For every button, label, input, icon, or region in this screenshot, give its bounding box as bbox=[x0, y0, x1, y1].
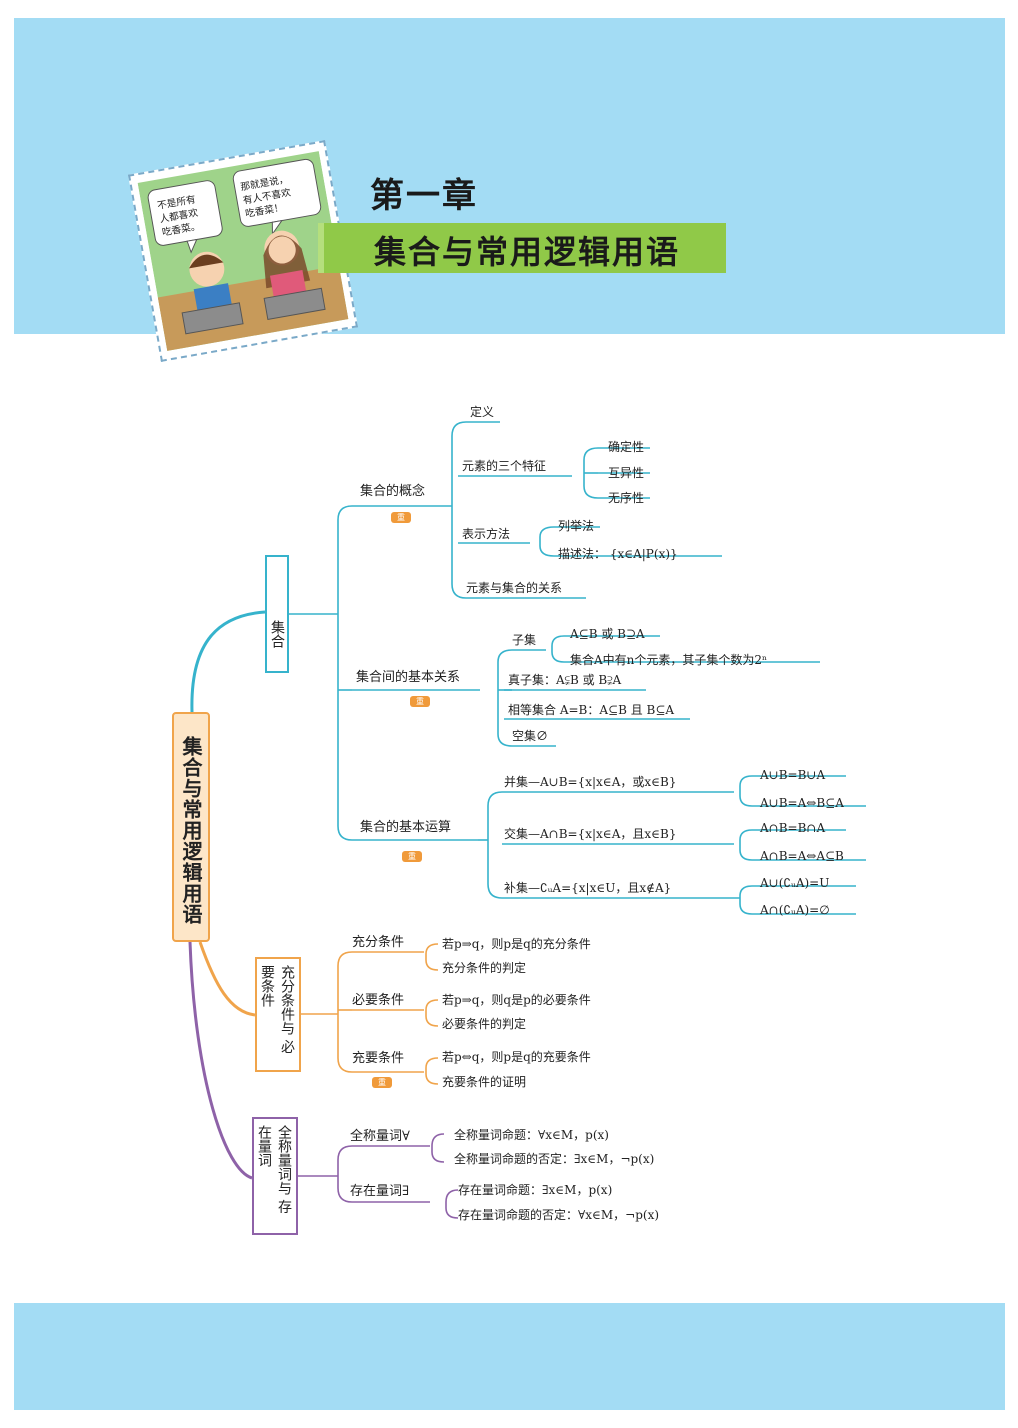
concept-trunk bbox=[451, 421, 467, 599]
existential-label: 存在量词∃ bbox=[350, 1184, 410, 1199]
union-definition: 并集—A∪B={x|x∈A，或x∈B} bbox=[504, 775, 677, 789]
branch-quantifiers-label-2: 存在量词 bbox=[256, 1125, 292, 1214]
feature-item: 确定性 bbox=[608, 440, 645, 454]
relations-label: 集合间的基本关系 bbox=[356, 670, 461, 685]
chapter-title-bar: 集合与常用逻辑用语 bbox=[318, 223, 726, 273]
iff-item: 若p⇔q，则p是q的充要条件 bbox=[442, 1050, 591, 1064]
necessary-item: 若p⇒q，则q是p的必要条件 bbox=[442, 993, 591, 1007]
universal-item: 全称量词命题的否定：∃x∈M，¬p(x) bbox=[454, 1152, 655, 1166]
operations-label: 集合的基本运算 bbox=[360, 820, 452, 835]
intersection-definition: 交集—A∩B={x|x∈A，且x∈B} bbox=[504, 827, 677, 841]
relations-trunk bbox=[497, 649, 513, 747]
link-root-sets bbox=[190, 610, 266, 713]
chapter-title: 集合与常用逻辑用语 bbox=[374, 233, 681, 271]
equal-sets: 相等集合 A=B：A⊆B 且 B⊆A bbox=[508, 703, 675, 717]
description-method: 描述法： {x∈A|P(x)} bbox=[558, 547, 678, 561]
iff-item: 充要条件的证明 bbox=[442, 1075, 527, 1089]
branch-conditions-label-1: 充分条件与 bbox=[279, 965, 295, 1035]
sufficient-label: 充分条件 bbox=[352, 935, 405, 950]
existential-item: 存在量词命题的否定：∀x∈M，¬p(x) bbox=[458, 1208, 660, 1222]
sufficient-item: 若p⇒q，则p是q的充分条件 bbox=[442, 937, 591, 951]
badge-iff: 重 bbox=[372, 1077, 392, 1088]
subset-bracket bbox=[551, 635, 565, 663]
complement-prop: A∩(∁ᵤA)=∅ bbox=[760, 903, 830, 917]
feature-item: 互异性 bbox=[608, 466, 645, 480]
universal-label: 全称量词∀ bbox=[350, 1129, 410, 1144]
subset-definition: A⊆B 或 B⊇A bbox=[570, 627, 645, 641]
representation-bracket bbox=[539, 526, 555, 557]
branch-quantifiers-label-1: 全称量词与 bbox=[276, 1125, 292, 1195]
universal-item: 全称量词命题：∀x∈M，p(x) bbox=[454, 1128, 609, 1142]
branch-conditions-label-2: 必要条件 bbox=[259, 965, 295, 1054]
cond-trunk bbox=[337, 951, 353, 1073]
feature-item: 无序性 bbox=[608, 491, 645, 505]
iff-label: 充要条件 bbox=[352, 1051, 405, 1066]
link-root-quant bbox=[188, 941, 253, 1180]
empty-set: 空集∅ bbox=[512, 729, 549, 743]
three-features-label: 元素的三个特征 bbox=[462, 459, 547, 473]
necessary-label: 必要条件 bbox=[352, 993, 405, 1008]
badge-concept: 重 bbox=[391, 512, 411, 523]
proper-subset: 真子集：A⫋B 或 B⫌A bbox=[508, 673, 622, 687]
subset-count: 集合A中有n个元素，其子集个数为2ⁿ bbox=[570, 653, 768, 667]
representation-label: 表示方法 bbox=[462, 527, 511, 541]
footer-band bbox=[14, 1303, 1005, 1410]
intersection-prop: A∩B=B∩A bbox=[760, 821, 826, 835]
complement-definition: 补集—∁ᵤA={x|x∈U，且x∉A} bbox=[504, 881, 672, 895]
comic-drawing: 不是所有 人都喜欢 吃香菜。 那就是说， 有人不喜欢 吃香菜！ bbox=[137, 151, 349, 351]
existential-item: 存在量词命题：∃x∈M，p(x) bbox=[458, 1183, 613, 1197]
subset-label: 子集 bbox=[512, 633, 537, 647]
union-prop: A∪B=B∪A bbox=[760, 768, 826, 782]
complement-prop: A∪(∁ᵤA)=U bbox=[760, 876, 830, 890]
comic-illustration: 不是所有 人都喜欢 吃香菜。 那就是说， 有人不喜欢 吃香菜！ bbox=[128, 140, 358, 362]
sufficient-item: 充分条件的判定 bbox=[442, 961, 527, 975]
necessary-item: 必要条件的判定 bbox=[442, 1017, 527, 1031]
branch-sets-box: 集合 bbox=[265, 555, 289, 673]
operations-trunk bbox=[487, 791, 503, 899]
concept-label: 集合的概念 bbox=[360, 484, 426, 499]
sets-trunk bbox=[337, 505, 353, 841]
union-prop: A∪B=A⇔B⊆A bbox=[760, 796, 844, 810]
mindmap-root: 集合与常用逻辑用语 bbox=[172, 712, 210, 942]
intersection-prop: A∩B=A⇔A⊆B bbox=[760, 849, 844, 863]
element-relation-label: 元素与集合的关系 bbox=[466, 581, 563, 595]
listing-method: 列举法 bbox=[558, 519, 595, 533]
definition-label: 定义 bbox=[470, 405, 495, 419]
link-root-cond bbox=[198, 941, 256, 1017]
badge-relations: 重 bbox=[410, 696, 430, 707]
branch-quantifiers-box: 全称量词与 存在量词 bbox=[252, 1117, 298, 1235]
branch-conditions-box: 充分条件与 必要条件 bbox=[255, 957, 301, 1072]
chapter-label: 第一章 bbox=[370, 176, 478, 216]
badge-operations: 重 bbox=[402, 851, 422, 862]
quant-trunk bbox=[337, 1145, 353, 1203]
